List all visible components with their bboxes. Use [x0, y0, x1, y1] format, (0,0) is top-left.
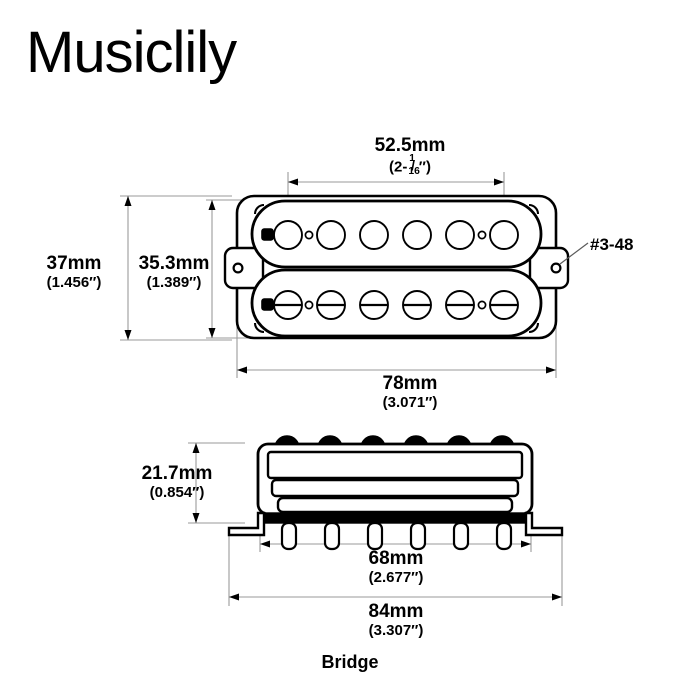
top-view-pickup — [223, 194, 570, 340]
dimension-total-height: 37mm (1.456″) — [24, 254, 124, 290]
dimension-arrowheads — [124, 178, 562, 601]
vent-holes-upper — [304, 230, 487, 240]
dimension-total-height-alt: (1.456″) — [46, 273, 102, 291]
dimension-side-height: 21.7mm (0.854″) — [116, 464, 238, 500]
mounting-tab-hole-right — [550, 262, 562, 274]
dimension-body-width-alt: (2.677″) — [368, 568, 424, 586]
pole-pieces-upper — [273, 220, 519, 250]
dimension-base-width-alt: (3.071″) — [382, 393, 438, 411]
dimension-top-width-value: 52.5mm — [374, 135, 446, 156]
dimension-cover-height: 35.3mm (1.389″) — [120, 254, 228, 290]
brand-logo: Musiclily — [26, 20, 237, 85]
side-inner-bars — [266, 450, 524, 514]
mounting-tab-right — [528, 246, 570, 290]
pole-pieces-lower — [273, 290, 519, 320]
dimension-body-width-value: 68mm — [368, 548, 424, 569]
view-caption: Bridge — [321, 652, 379, 672]
bobbin-upper — [250, 199, 543, 269]
dimension-cover-height-value: 35.3mm — [138, 253, 210, 274]
dimension-base-width: 78mm (3.071″) — [332, 374, 488, 410]
dimension-top-width-alt: (2-1/16″) — [389, 153, 431, 177]
dimension-overall-width-value: 84mm — [368, 601, 424, 622]
corner-studs-upper — [261, 228, 274, 241]
corner-studs-lower — [261, 298, 274, 311]
dimension-side-height-alt: (0.854″) — [149, 483, 205, 501]
baseplate — [257, 512, 533, 524]
dimension-lines-group — [120, 172, 563, 606]
mounting-leg-left — [227, 511, 266, 537]
mounting-leg-right — [524, 511, 564, 537]
dimension-top-width: 52.5mm (2-1/16″) — [325, 135, 495, 177]
dimension-cover-height-alt: (1.389″) — [146, 273, 202, 291]
dimension-side-height-value: 21.7mm — [141, 463, 213, 484]
mounting-tab-left — [223, 246, 265, 290]
side-view-pickup — [227, 435, 564, 551]
pole-stems — [280, 521, 513, 551]
dimension-overall-width: 84mm (3.307″) — [318, 602, 474, 638]
cover-corner-notches — [253, 203, 540, 334]
dimension-body-width: 68mm (2.677″) — [318, 549, 474, 585]
dimension-overall-width-alt: (3.307″) — [368, 621, 424, 639]
screw-callout-leader — [559, 242, 589, 265]
dimension-base-width-value: 78mm — [382, 373, 438, 394]
bobbin-lower — [250, 268, 543, 338]
dimension-total-height-value: 37mm — [46, 253, 102, 274]
screw-thread-callout: #3-48 — [590, 235, 634, 254]
mounting-tab-hole-left — [232, 262, 244, 274]
vent-holes-lower — [304, 300, 487, 310]
